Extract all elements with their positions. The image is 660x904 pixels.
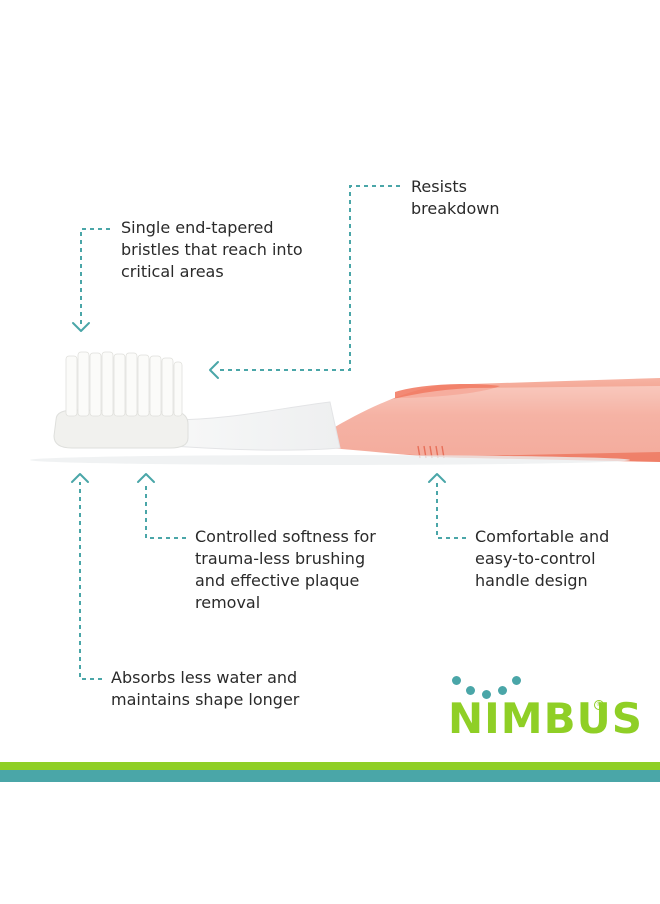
callout-absorbs-less-water: Absorbs less water and maintains shape l… <box>111 668 300 709</box>
arrow-head-icon <box>428 473 446 483</box>
brush-shadow <box>30 455 630 465</box>
arrow-head-icon <box>137 473 155 483</box>
handle-grip <box>395 384 500 398</box>
logo-dot <box>512 676 521 685</box>
arrow-head-icon <box>71 473 89 483</box>
footer-stripe-teal <box>0 770 660 782</box>
logo-dot <box>452 676 461 685</box>
guide-line-resists <box>220 185 400 371</box>
handle-body <box>330 378 660 462</box>
logo-dot <box>466 686 475 695</box>
callout-end-tapered-bristles: Single end-tapered bristles that reach i… <box>121 218 303 281</box>
arrow-head-icon <box>209 361 219 379</box>
guide-line-bristles <box>80 228 110 326</box>
registered-mark: ® <box>594 700 604 710</box>
guide-line-absorbs <box>79 482 102 680</box>
handle-overlay <box>300 386 660 456</box>
callout-controlled-softness: Controlled softness for trauma-less brus… <box>195 527 376 612</box>
guide-line-softness <box>145 482 186 539</box>
bristle-tufts <box>65 351 183 417</box>
logo-wordmark: NIMBUS <box>448 694 643 743</box>
logo-dot <box>482 690 491 699</box>
guide-line-handle <box>436 482 466 539</box>
guide-lines <box>79 185 466 680</box>
arrow-heads <box>71 322 446 483</box>
callout-handle-design: Comfortable and easy-to-control handle d… <box>475 527 610 590</box>
footer-stripe-green <box>0 762 660 770</box>
callout-resists-breakdown: Resists breakdown <box>411 177 500 218</box>
toothbrush-neck <box>169 401 341 451</box>
logo-dot <box>498 686 507 695</box>
nimbus-logo: NIMBUS ® <box>440 668 642 748</box>
toothbrush-illustration <box>30 351 660 465</box>
arrow-head-icon <box>72 322 90 332</box>
